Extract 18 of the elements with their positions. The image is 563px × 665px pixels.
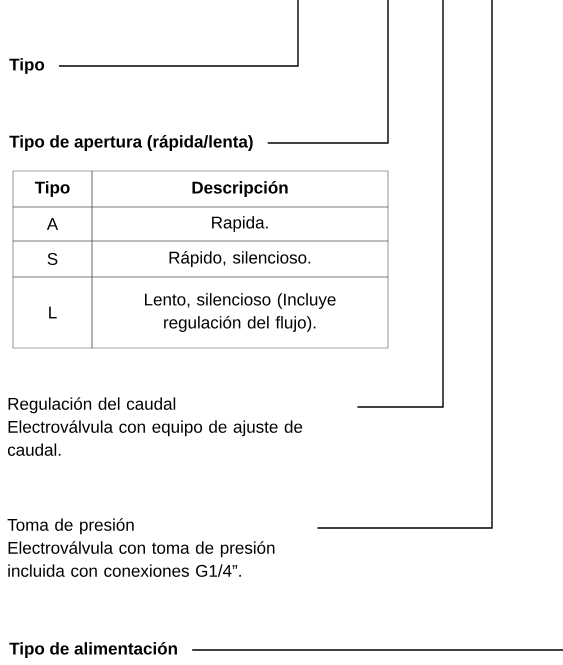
table-cell: Lento, silencioso (Incluye regulación del flujo). [92,276,388,348]
leader-line [357,0,444,408]
callout-text: Toma de presión Electroválvula con toma de presión incluida con conexiones G1/4”. [8,518,274,577]
table-cell: Rapida. [92,206,388,242]
heading-text: Tipo de apertura (rápida/lenta) [9,135,253,151]
table-header-cell: Tipo [12,170,92,208]
callout-text: Regulación del caudal Electroválvula con equipo de ajuste de caudal. [8,397,302,456]
table-cell: S [12,240,92,278]
heading-text: Tipo de alimentación [9,642,177,658]
leader-line [58,0,299,67]
leader-line [317,0,493,529]
heading-text: Tipo [9,58,44,74]
leader-line [192,649,563,651]
table-cell: Rápido, silencioso. [92,240,388,278]
table-header-cell: Descripción [92,170,388,208]
table-cell: A [12,206,92,242]
leader-line [268,0,389,144]
table-cell: L [12,276,92,348]
